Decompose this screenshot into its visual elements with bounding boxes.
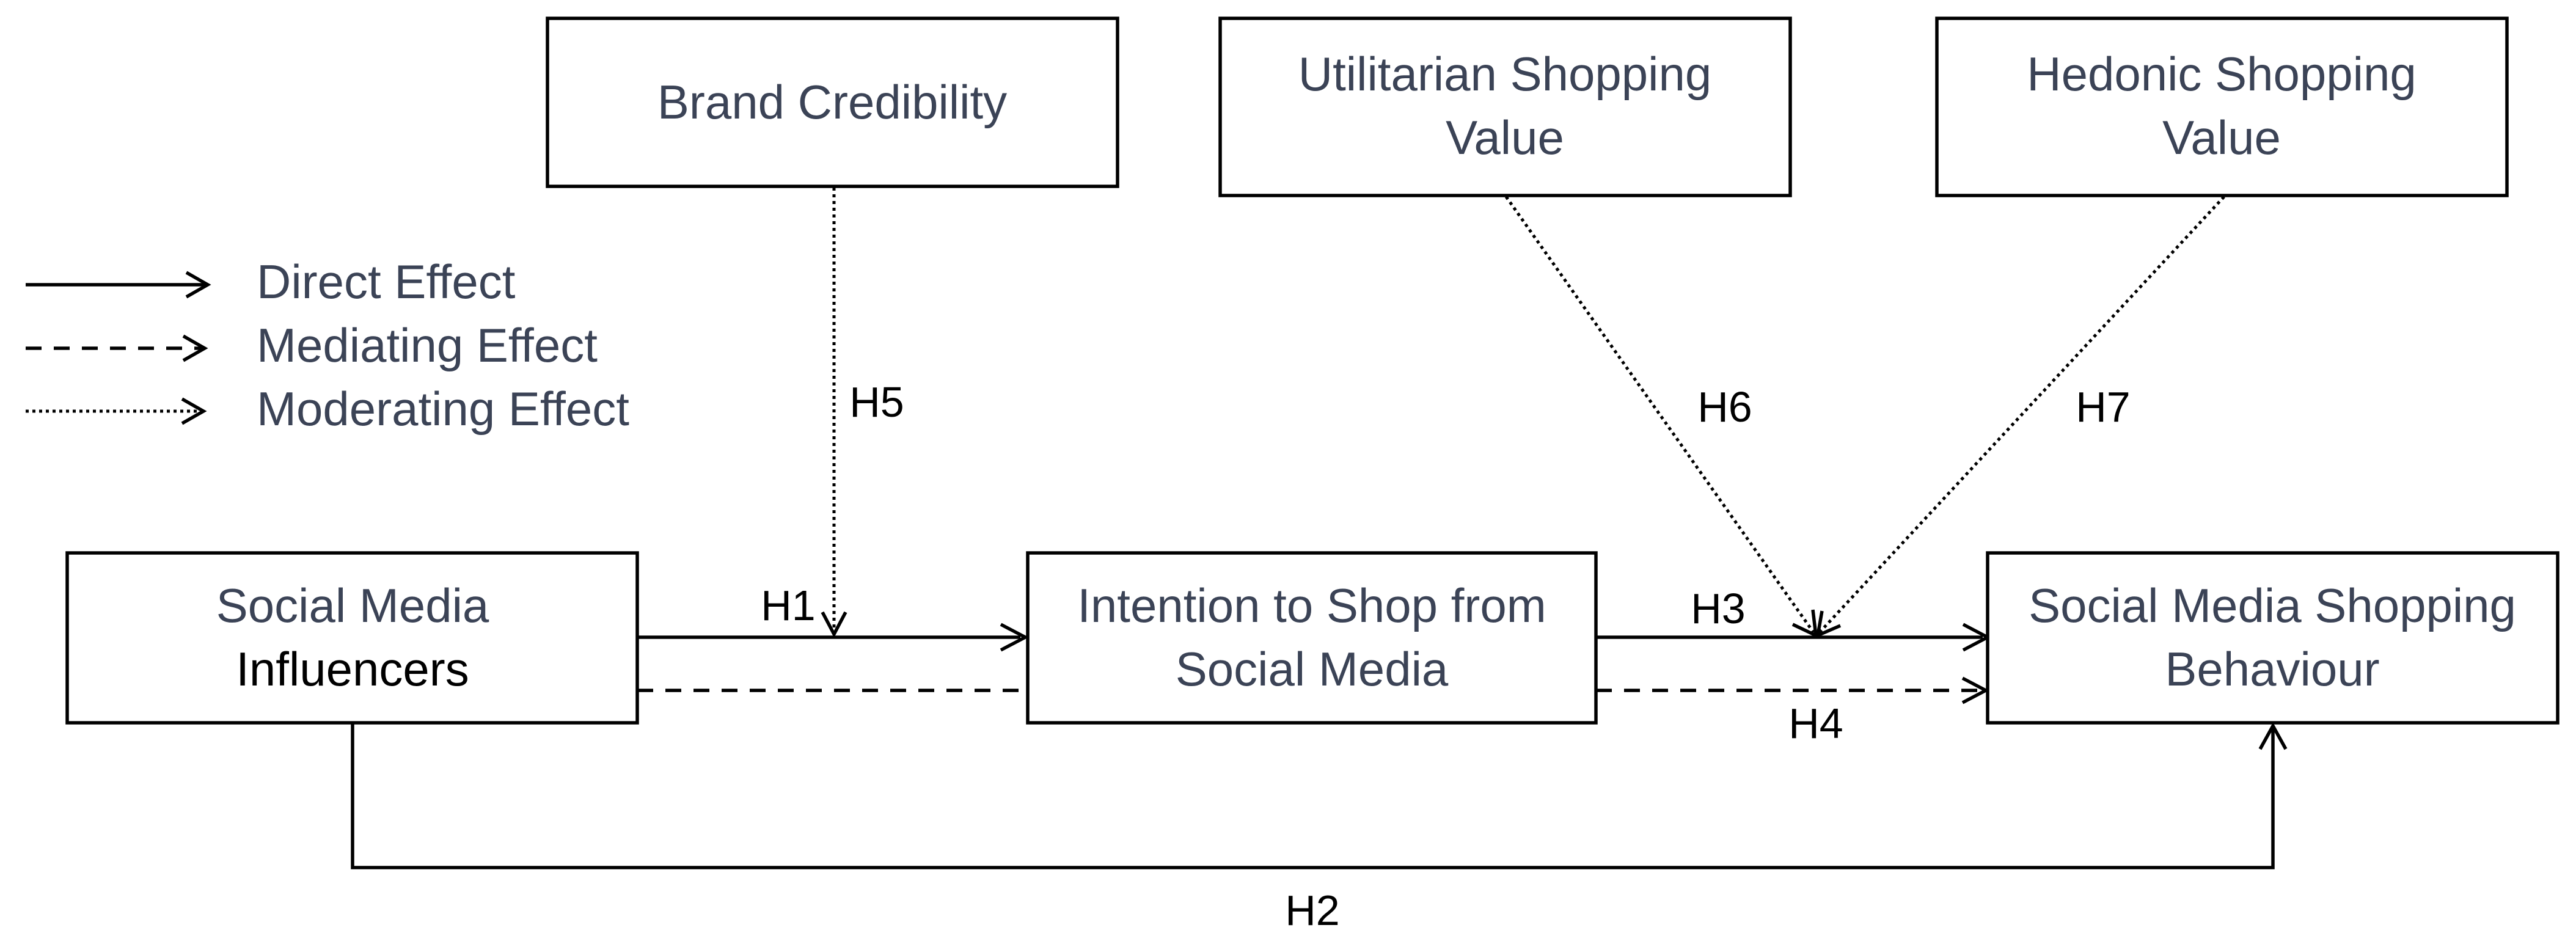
influencers-word-1: Social Media — [216, 579, 489, 632]
intention-rect — [1026, 551, 1598, 725]
legend-direct-arrowhead — [185, 271, 211, 299]
hedonic-label-line-2: Value — [2162, 111, 2281, 164]
hedonic-rect — [1935, 16, 2509, 197]
h2-arrowhead — [2258, 722, 2288, 750]
behaviour-label-line-1: Social Media Shopping — [2029, 579, 2516, 632]
box-social-media-shopping-behaviour: Social Media Shopping Behaviour — [1986, 551, 2560, 725]
legend-mediating-label: Mediating Effect — [257, 318, 598, 372]
h7-arrowhead — [1815, 610, 1842, 638]
influencers-rect — [65, 551, 639, 725]
h5-arrowhead — [821, 611, 847, 638]
behaviour-label-line-2: Behaviour — [2165, 642, 2379, 696]
hedonic-label-line-1: Hedonic Shopping — [2027, 47, 2416, 101]
influencers-label-line-2: Influencers — [236, 642, 469, 696]
utilitarian-rect — [1218, 16, 1792, 197]
h4-arrowhead — [1961, 676, 1989, 704]
influencers-label-line-1: Social Media — [216, 579, 489, 632]
connectors — [351, 188, 2288, 869]
utilitarian-label-line-1: Utilitarian Shopping — [1298, 47, 1711, 101]
box-hedonic-shopping-value: Hedonic Shopping Value — [1935, 16, 2509, 197]
legend-moderating-label: Moderating Effect — [257, 382, 629, 436]
intention-label-line-2: Social Media — [1176, 642, 1449, 696]
h6-arrowhead — [1791, 609, 1818, 638]
h7-moderating-path — [1818, 196, 2225, 634]
hypothesis-labels: H1 H2 H3 H4 H5 H6 H7 — [761, 378, 2130, 934]
legend-moderating-arrowhead — [181, 397, 207, 425]
box-brand-credibility: Brand Credibility — [546, 16, 1119, 188]
legend-direct-label: Direct Effect — [257, 255, 516, 309]
h2-direct-path — [351, 722, 2275, 869]
h6-label: H6 — [1697, 383, 1752, 431]
intention-label-line-1: Intention to Shop from — [1077, 579, 1546, 632]
h5-label: H5 — [849, 378, 904, 426]
h1-arrowhead — [1000, 623, 1029, 652]
h3-label: H3 — [1691, 585, 1745, 632]
h2-label: H2 — [1285, 887, 1339, 934]
brand-credibility-rect — [546, 16, 1119, 188]
box-intention-to-shop: Intention to Shop from Social Media — [1026, 551, 1598, 725]
h6-moderating-path — [1504, 196, 1815, 634]
h4-label: H4 — [1788, 700, 1843, 747]
brand-credibility-label: Brand Credibility — [657, 75, 1007, 129]
h1-label: H1 — [761, 582, 815, 629]
utilitarian-label-line-2: Value — [1446, 111, 1564, 164]
behaviour-rect — [1986, 551, 2560, 725]
h7-label: H7 — [2076, 383, 2130, 431]
legend: Direct Effect Mediating Effect Moderatin… — [26, 255, 629, 436]
legend-mediating-arrowhead — [182, 334, 208, 362]
box-utilitarian-shopping-value: Utilitarian Shopping Value — [1218, 16, 1792, 197]
box-social-media-influencers: Social Media Influencers — [65, 551, 639, 725]
